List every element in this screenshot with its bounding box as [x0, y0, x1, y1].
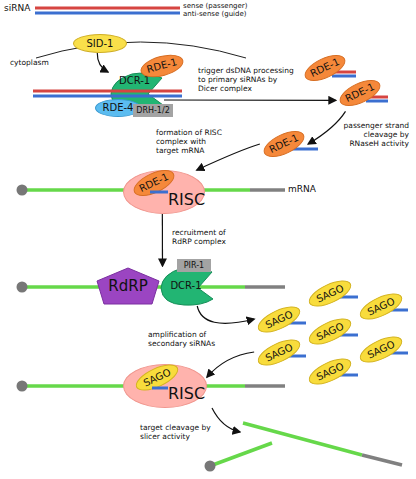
node-label: SAGO [315, 360, 345, 381]
mrna-cap [17, 185, 28, 196]
node-label: SAGO [264, 341, 294, 362]
shape-fill [97, 268, 159, 304]
flow-arrow [197, 144, 260, 170]
node-label: RDE-1 [146, 57, 178, 75]
protein-ellipse: SAGO [305, 353, 355, 390]
protein-ellipse: SAGO [254, 301, 304, 338]
node-label: DCR-1 [170, 281, 201, 291]
node-label: RDE-1 [309, 57, 341, 79]
node-label: SAGO [142, 367, 172, 388]
node-label: RDE-4 [103, 103, 134, 113]
node-label: SID-1 [87, 39, 114, 49]
node-label: SAGO [366, 295, 396, 316]
channel-ellipse: SID-1 [73, 34, 127, 53]
shape-fill [161, 267, 213, 305]
antisense-strand [35, 12, 180, 15]
mrna-tail [250, 188, 285, 192]
cleavage-arrow [212, 408, 240, 432]
cleaved-mrna [243, 423, 362, 455]
cell-membrane [36, 42, 246, 58]
cleaved-mrna [210, 443, 272, 466]
node-label: SAGO [315, 320, 345, 341]
flow-arrow [197, 306, 254, 323]
flow-arrow [164, 99, 336, 101]
enzyme-shape: DCR-1 [158, 266, 214, 306]
guide-strand [150, 191, 168, 194]
antisense-strand [33, 95, 182, 98]
node-label: RdRP [108, 279, 147, 294]
node-label: SAGO [366, 338, 396, 359]
node-label: RDE-1 [138, 172, 170, 194]
protein-ellipse: SAGO [356, 331, 406, 368]
protein-ellipse: RDE-1 [260, 126, 308, 163]
text-label: mRNA [288, 184, 316, 195]
antisense-strand [332, 75, 356, 78]
protein-ellipse: RDE-1 [301, 50, 349, 87]
guide-strand [152, 387, 168, 390]
node-label: SAGO [264, 308, 294, 329]
text-label: target cleavage by slicer activity [140, 423, 212, 441]
mrna-cap [17, 282, 28, 293]
node-label: DCR-1 [119, 76, 150, 86]
node-label: SAGO [315, 282, 345, 303]
text-label: sense (passenger) [183, 2, 247, 10]
node-label: RDE-1 [268, 133, 300, 155]
sense-strand [33, 90, 182, 93]
node-label: PIR-1 [184, 262, 204, 270]
complex-ellipse: RISCSAGO [123, 364, 207, 408]
flow-arrow [97, 53, 108, 72]
flow-arrow [207, 352, 254, 377]
text-label: anti-sense (guide) [183, 10, 247, 18]
edge-label: recruitment of RdRP complex [172, 228, 242, 246]
node-label: RISC [168, 386, 205, 402]
mrna-cap [205, 461, 216, 472]
edge-label: trigger dsDNA processing to primary siRN… [198, 66, 294, 93]
node-label: RISC [168, 192, 205, 208]
enzyme-pentagon: RdRP [95, 266, 161, 306]
mrna-tail [362, 455, 402, 465]
edge-label: passenger strand cleavage by RNaseH acti… [339, 121, 409, 148]
flow-arrow [162, 214, 163, 266]
node-label: RDE-1 [344, 82, 376, 104]
protein-ellipse: RDE-1 [336, 75, 384, 112]
protein-ellipse: SAGO [305, 313, 355, 350]
text-label: cytoplasm [10, 58, 49, 67]
antisense-strand [366, 100, 388, 103]
complex-ellipse: RISCRDE-1 [123, 170, 205, 214]
protein-ellipse: SAGO [356, 288, 406, 325]
protein-box: DRH-1/2 [133, 104, 173, 117]
edge-label: formation of RISC complex with target mR… [156, 128, 230, 155]
mrna-cap [17, 381, 28, 392]
protein-box: PIR-1 [177, 259, 211, 272]
protein-ellipse: SAGO [305, 275, 355, 312]
edge-label: amplification of secondary siRNAs [148, 330, 220, 348]
mrna-tail [245, 384, 285, 388]
text-label: siRNA [4, 3, 30, 14]
sense-strand [35, 7, 180, 10]
mrna-tail [245, 285, 285, 289]
flow-arrow [308, 111, 345, 144]
protein-ellipse: SAGO [254, 334, 304, 371]
node-label: DRH-1/2 [136, 107, 170, 115]
